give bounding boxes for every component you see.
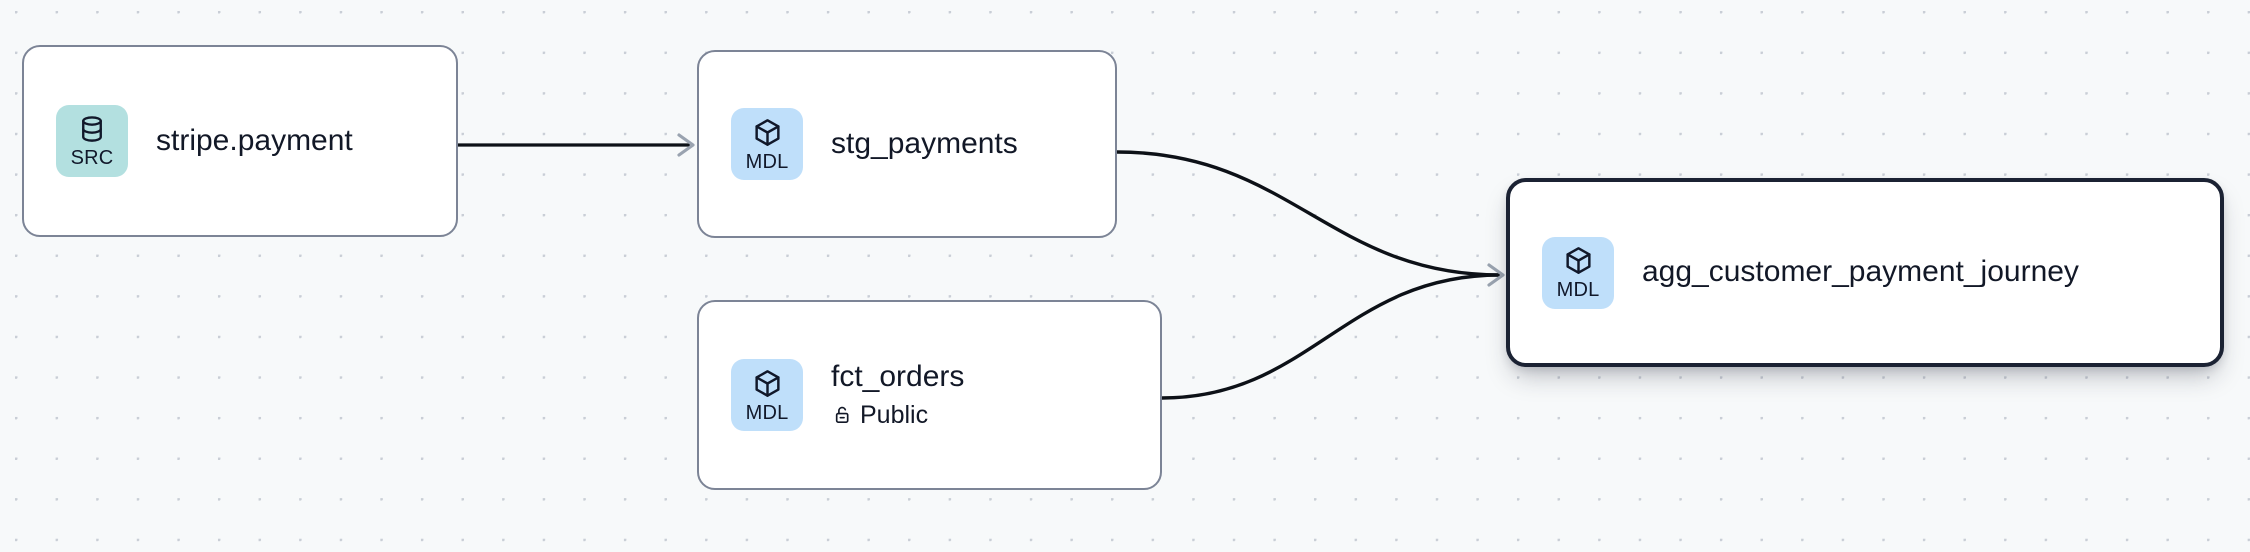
node-type-badge-src: SRC bbox=[56, 105, 128, 177]
node-title: agg_customer_payment_journey bbox=[1642, 255, 2079, 289]
lineage-node-agg-customer-payment-journey[interactable]: MDL agg_customer_payment_journey bbox=[1506, 178, 2224, 367]
node-type-badge-label: SRC bbox=[70, 147, 114, 169]
node-text-block: stripe.payment bbox=[156, 124, 373, 159]
node-type-badge-label: MDL bbox=[745, 401, 789, 424]
node-text-block: stg_payments bbox=[831, 127, 1038, 162]
node-title: fct_orders bbox=[831, 359, 965, 393]
lineage-node-stripe-payment[interactable]: SRC stripe.payment bbox=[22, 45, 458, 237]
node-type-badge-mdl: MDL bbox=[1542, 236, 1614, 309]
node-type-badge-label: MDL bbox=[1556, 279, 1600, 301]
edge-fct-orders-to-agg-customer-payment-journey bbox=[1161, 263, 1505, 400]
edge-stripe-payment-to-stg-payments bbox=[458, 133, 695, 157]
edge-stg-payments-to-agg-customer-payment-journey bbox=[1116, 150, 1501, 277]
lineage-node-stg-payments[interactable]: MDL stg_payments bbox=[697, 50, 1117, 238]
lineage-node-fct-orders[interactable]: MDL fct_orders Public bbox=[697, 300, 1162, 490]
node-visibility-label: Public bbox=[860, 401, 929, 430]
database-icon bbox=[77, 114, 107, 144]
cube-icon bbox=[752, 117, 783, 148]
node-text-block: fct_orders Public bbox=[831, 360, 984, 431]
node-type-badge-mdl: MDL bbox=[731, 108, 803, 180]
cube-icon bbox=[752, 368, 783, 399]
node-type-badge-label: MDL bbox=[745, 150, 789, 173]
cube-icon bbox=[1563, 245, 1594, 276]
node-type-badge-mdl: MDL bbox=[731, 359, 803, 431]
node-title: stripe.payment bbox=[156, 123, 353, 157]
node-visibility: Public bbox=[831, 400, 964, 430]
node-title: stg_payments bbox=[831, 126, 1018, 160]
node-text-block: agg_customer_payment_journey bbox=[1642, 255, 2099, 290]
unlock-icon bbox=[831, 404, 853, 426]
